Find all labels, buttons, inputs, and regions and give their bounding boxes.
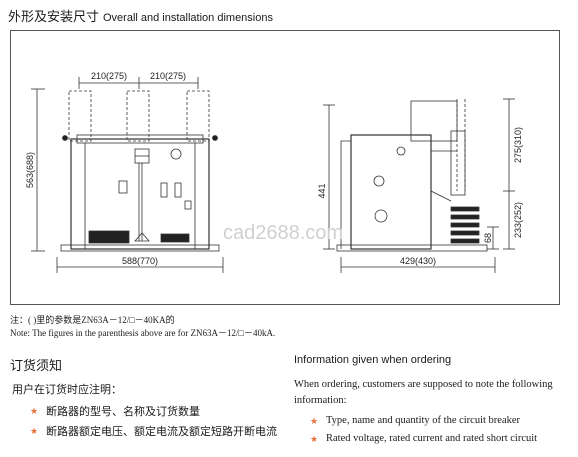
dimension-drawing-svg: 210(275) 210(275) 588(770) 563(688) 441 … bbox=[25, 71, 523, 273]
dim-base: 68 bbox=[483, 233, 493, 243]
list-item-text: Type, name and quantity of the circuit b… bbox=[326, 415, 521, 426]
star-icon: ★ bbox=[310, 416, 319, 426]
star-icon: ★ bbox=[30, 407, 39, 417]
dim-lower: 233(252) bbox=[513, 202, 523, 238]
ordering-list-en: ★ Type, name and quantity of the circuit… bbox=[310, 412, 537, 448]
page-title-zh: 外形及安装尺寸 bbox=[8, 10, 100, 25]
dim-total-height: 563(688) bbox=[25, 152, 35, 188]
dim-pitch-left: 210(275) bbox=[91, 71, 127, 81]
list-item-text: 断路器的型号、名称及订货数量 bbox=[46, 405, 200, 418]
list-item: ★ Rated voltage, rated current and rated… bbox=[310, 430, 537, 448]
list-item: ★ 断路器的型号、名称及订货数量 bbox=[30, 402, 277, 422]
list-item-text: Rated voltage, rated current and rated s… bbox=[326, 433, 538, 444]
dim-depth: 429(430) bbox=[400, 256, 436, 266]
dim-upper: 275(310) bbox=[513, 127, 523, 163]
ordering-intro-en: When ordering, customers are supposed to… bbox=[294, 379, 553, 406]
note-cn: 注：( )里的参数是ZN63A－12/□－40KA的 bbox=[10, 315, 175, 325]
watermark: cad2688.com bbox=[223, 222, 343, 244]
star-icon: ★ bbox=[30, 427, 39, 437]
page-title: 外形及安装尺寸 Overall and installation dimensi… bbox=[8, 6, 273, 25]
ordering-list-zh: ★ 断路器的型号、名称及订货数量 ★ 断路器额定电压、额定电流及额定短路开断电流 bbox=[30, 402, 277, 442]
dim-body-height: 441 bbox=[317, 183, 327, 198]
dim-total-width: 588(770) bbox=[122, 256, 158, 266]
list-item-text: 断路器额定电压、额定电流及额定短路开断电流 bbox=[46, 425, 277, 438]
dimension-drawing: 210(275) 210(275) 588(770) 563(688) 441 … bbox=[10, 30, 560, 305]
list-item: ★ 断路器额定电压、额定电流及额定短路开断电流 bbox=[30, 422, 277, 442]
ordering-title-en: Information given when ordering bbox=[294, 354, 452, 366]
star-icon: ★ bbox=[310, 434, 319, 444]
ordering-intro-zh: 用户在订货时应注明： bbox=[12, 383, 122, 396]
page-title-en: Overall and installation dimensions bbox=[103, 12, 273, 24]
dim-pitch-right: 210(275) bbox=[150, 71, 186, 81]
ordering-title-zh: 订货须知 bbox=[10, 359, 63, 374]
list-item: ★ Type, name and quantity of the circuit… bbox=[310, 412, 537, 430]
note-en: Note: The figures in the parenthesis abo… bbox=[10, 328, 276, 338]
